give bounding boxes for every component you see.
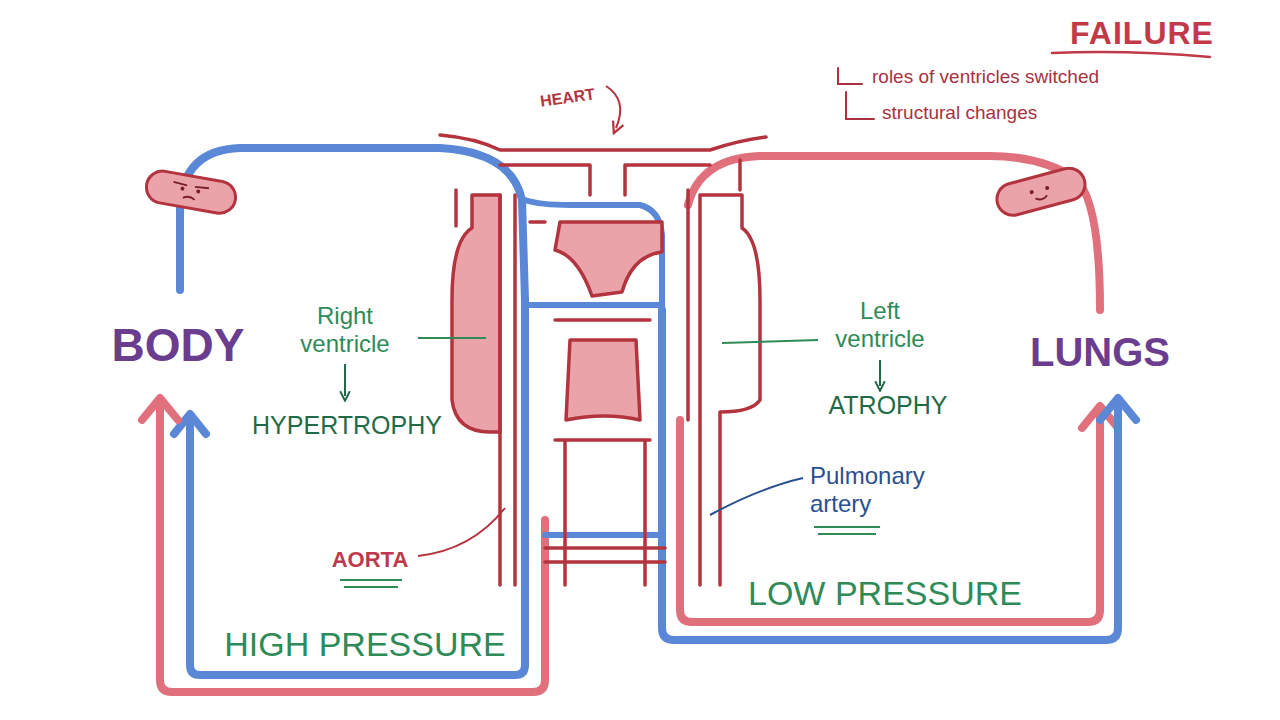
deoxygenated-blood-line xyxy=(180,148,525,675)
heading-underline xyxy=(1052,52,1210,57)
heart-outline xyxy=(545,548,665,562)
condition-label: HYPERTROPHY xyxy=(252,411,442,440)
region-label: LUNGS xyxy=(1030,329,1170,375)
face-eye xyxy=(180,186,185,191)
sad-face xyxy=(171,182,209,202)
flow-arrowhead xyxy=(142,398,178,420)
capillary-bed xyxy=(144,169,238,216)
face-eye xyxy=(1029,190,1034,195)
crossing-vessel-line xyxy=(525,200,662,535)
part-label: Left ventricle xyxy=(815,297,945,352)
face-eye xyxy=(1045,186,1050,191)
left-ventricle-shape xyxy=(700,160,760,585)
down-arrow xyxy=(344,364,346,396)
pressure-label: HIGH PRESSURE xyxy=(224,625,506,664)
part-label: HEART xyxy=(539,85,596,111)
happy-face xyxy=(1035,195,1047,201)
vessel-wall xyxy=(456,190,515,585)
leader-line xyxy=(418,337,486,339)
atrium-shape xyxy=(555,222,662,296)
capillary-bed xyxy=(993,165,1088,219)
pressure-label: LOW PRESSURE xyxy=(748,574,1022,613)
oxygenated-blood-line xyxy=(688,156,1100,310)
bullet-bracket xyxy=(846,92,874,119)
note: roles of ventricles switched xyxy=(872,66,1099,88)
right-ventricle-shape xyxy=(452,195,500,432)
bullet-bracket xyxy=(838,68,862,84)
oxygenated-blood-line xyxy=(160,402,545,692)
leader-line xyxy=(418,508,505,556)
part-label: Right ventricle xyxy=(280,302,410,357)
flow-arrowhead xyxy=(1100,398,1136,420)
heart-outline xyxy=(440,135,766,150)
septum-shape xyxy=(566,340,640,420)
heart-outline xyxy=(500,165,710,195)
heart-outline xyxy=(530,222,650,585)
vessel-wall xyxy=(686,190,690,420)
leader-line xyxy=(722,340,818,343)
part-label: Pulmonary artery xyxy=(810,462,950,517)
condition-label: ATROPHY xyxy=(829,391,948,420)
face-eye xyxy=(196,189,201,194)
note: structural changes xyxy=(882,102,1037,124)
capillary-bed xyxy=(144,169,238,216)
oxygenated-blood-line xyxy=(680,410,1100,622)
emphasis-underline xyxy=(814,527,880,534)
region-label: BODY xyxy=(112,319,245,372)
part-label: AORTA xyxy=(332,547,409,572)
emphasis-underline xyxy=(340,580,402,587)
heart-drawing xyxy=(440,135,766,585)
leader-line xyxy=(710,478,803,515)
heading: FAILURE xyxy=(1070,15,1214,52)
capillary-bed xyxy=(993,165,1088,219)
pointer-arrow xyxy=(606,86,620,128)
down-arrow xyxy=(879,360,881,386)
